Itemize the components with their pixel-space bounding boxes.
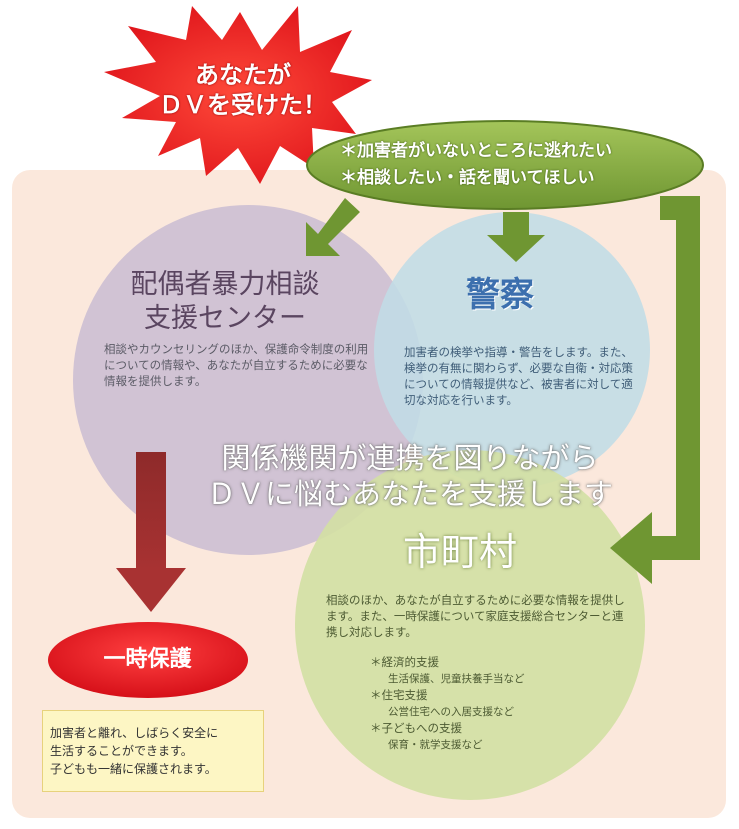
arrow-to-keisatsu	[487, 212, 545, 262]
keisatsu-description: 加害者の検挙や指導・警告をします。また、検挙の有無に関わらず、必要な自衛・対応策…	[404, 345, 633, 407]
keisatsu-title: 警察	[466, 275, 534, 315]
haigusha-title-line-1: 配偶者暴力相談	[130, 269, 320, 300]
note-line-3: 子どもも一緒に保護されます。	[50, 762, 217, 776]
cooperation-line-1: 関係機関が連携を図りながら	[221, 441, 599, 475]
shichoson-title: 市町村	[402, 530, 517, 574]
ichiji-hogo-note: 加害者と離れ、しばらく安全に 生活することができます。 子どもも一緒に保護されま…	[50, 724, 262, 778]
wish-bubble-text: ＊加害者がいないところに逃れたい ＊相談したい・話を聞いてほしい	[340, 138, 700, 192]
arrow-to-ichiji-hogo	[116, 452, 186, 612]
support-children: ＊子どもへの支援	[370, 721, 462, 735]
arrow-to-haigusha	[306, 198, 360, 256]
wish-bubble	[306, 120, 704, 210]
haigusha-title-line-2: 支援センター	[144, 303, 306, 334]
starburst-line-2: ＤＶを受けた！	[159, 91, 327, 119]
ichiji-hogo-title: 一時保護	[103, 647, 192, 672]
wish-line-2: ＊相談したい・話を聞いてほしい	[340, 168, 595, 188]
support-economic: ＊経済的支援	[370, 655, 439, 669]
starburst-text: あなたが ＤＶを受けた！	[118, 60, 368, 120]
haigusha-center-title: 配偶者暴力相談 支援センター	[80, 268, 370, 336]
support-list: ＊経済的支援 生活保護、児童扶養手当など ＊住宅支援 公営住宅への入居支援など …	[370, 654, 610, 753]
ichiji-hogo-oval	[48, 622, 248, 698]
note-line-2: 生活することができます。	[50, 744, 193, 758]
arrow-to-shichoson	[610, 196, 700, 584]
ichiji-hogo-note-box	[42, 710, 264, 792]
shichoson-circle	[295, 450, 645, 800]
note-line-1: 加害者と離れ、しばらく安全に	[50, 726, 219, 740]
shichoson-description: 相談のほか、あなたが自立するために必要な情報を提供します。また、一時保護について…	[326, 593, 625, 639]
support-economic-detail: 生活保護、児童扶養手当など	[388, 673, 525, 685]
cooperation-headline: 関係機関が連携を図りながら ＤＶに悩むあなたを支援します	[160, 440, 660, 512]
support-children-detail: 保育・就学支援など	[388, 739, 483, 751]
keisatsu-circle	[374, 212, 650, 488]
starburst-shape	[104, 6, 372, 184]
starburst-line-1: あなたが	[195, 61, 291, 89]
support-housing-detail: 公営住宅への入居支援など	[388, 706, 514, 718]
cooperation-line-2: ＤＶに悩むあなたを支援します	[206, 477, 613, 511]
haigusha-center-description: 相談やカウンセリングのほか、保護命令制度の利用についての情報や、あなたが自立する…	[104, 342, 369, 388]
wish-line-1: ＊加害者がいないところに逃れたい	[340, 141, 612, 161]
support-housing: ＊住宅支援	[370, 688, 428, 702]
